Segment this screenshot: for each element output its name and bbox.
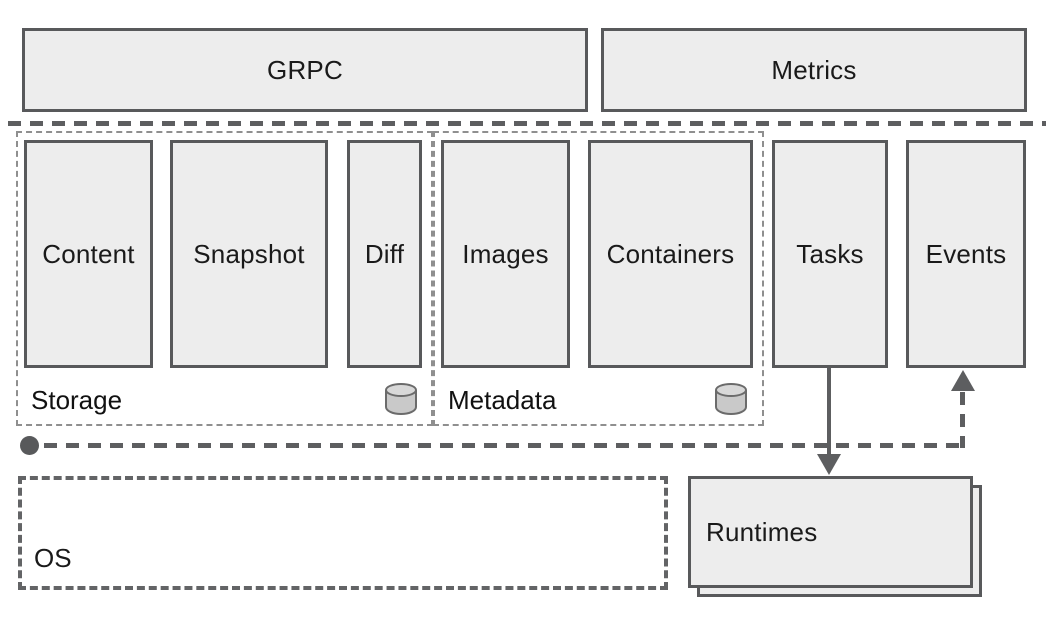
containers-box: Containers	[588, 140, 753, 368]
os-label: OS	[34, 543, 72, 573]
metadata-group: Metadata	[433, 131, 764, 426]
tasks-arrowhead-icon	[817, 454, 841, 475]
database-icon	[385, 383, 417, 415]
containers-label: Containers	[606, 238, 735, 269]
content-label: Content	[42, 238, 135, 269]
grpc-box: GRPC	[22, 28, 588, 112]
images-label: Images	[462, 238, 549, 269]
events-line-vertical	[960, 392, 965, 448]
os-box: OS	[18, 476, 668, 590]
content-box: Content	[24, 140, 153, 368]
runtimes-box: Runtimes	[688, 476, 973, 588]
database-icon	[715, 383, 747, 415]
events-arrowhead-icon	[951, 370, 975, 391]
metrics-label: Metrics	[771, 54, 857, 85]
diff-label: Diff	[364, 238, 405, 269]
runtimes-label: Runtimes	[706, 516, 818, 547]
events-line-dot	[20, 436, 39, 455]
events-box: Events	[906, 140, 1026, 368]
metrics-box: Metrics	[601, 28, 1027, 112]
events-line-horizontal	[44, 443, 965, 448]
tasks-box: Tasks	[772, 140, 888, 368]
storage-group: Storage	[16, 131, 433, 426]
snapshot-label: Snapshot	[193, 238, 305, 269]
diff-box: Diff	[347, 140, 422, 368]
tasks-label: Tasks	[796, 238, 864, 269]
api-separator-line	[8, 121, 1046, 126]
storage-label: Storage	[31, 385, 123, 415]
images-box: Images	[441, 140, 570, 368]
metadata-label: Metadata	[448, 385, 557, 415]
events-label: Events	[925, 238, 1007, 269]
grpc-label: GRPC	[267, 54, 343, 85]
snapshot-box: Snapshot	[170, 140, 328, 368]
tasks-arrow-line	[827, 368, 831, 456]
